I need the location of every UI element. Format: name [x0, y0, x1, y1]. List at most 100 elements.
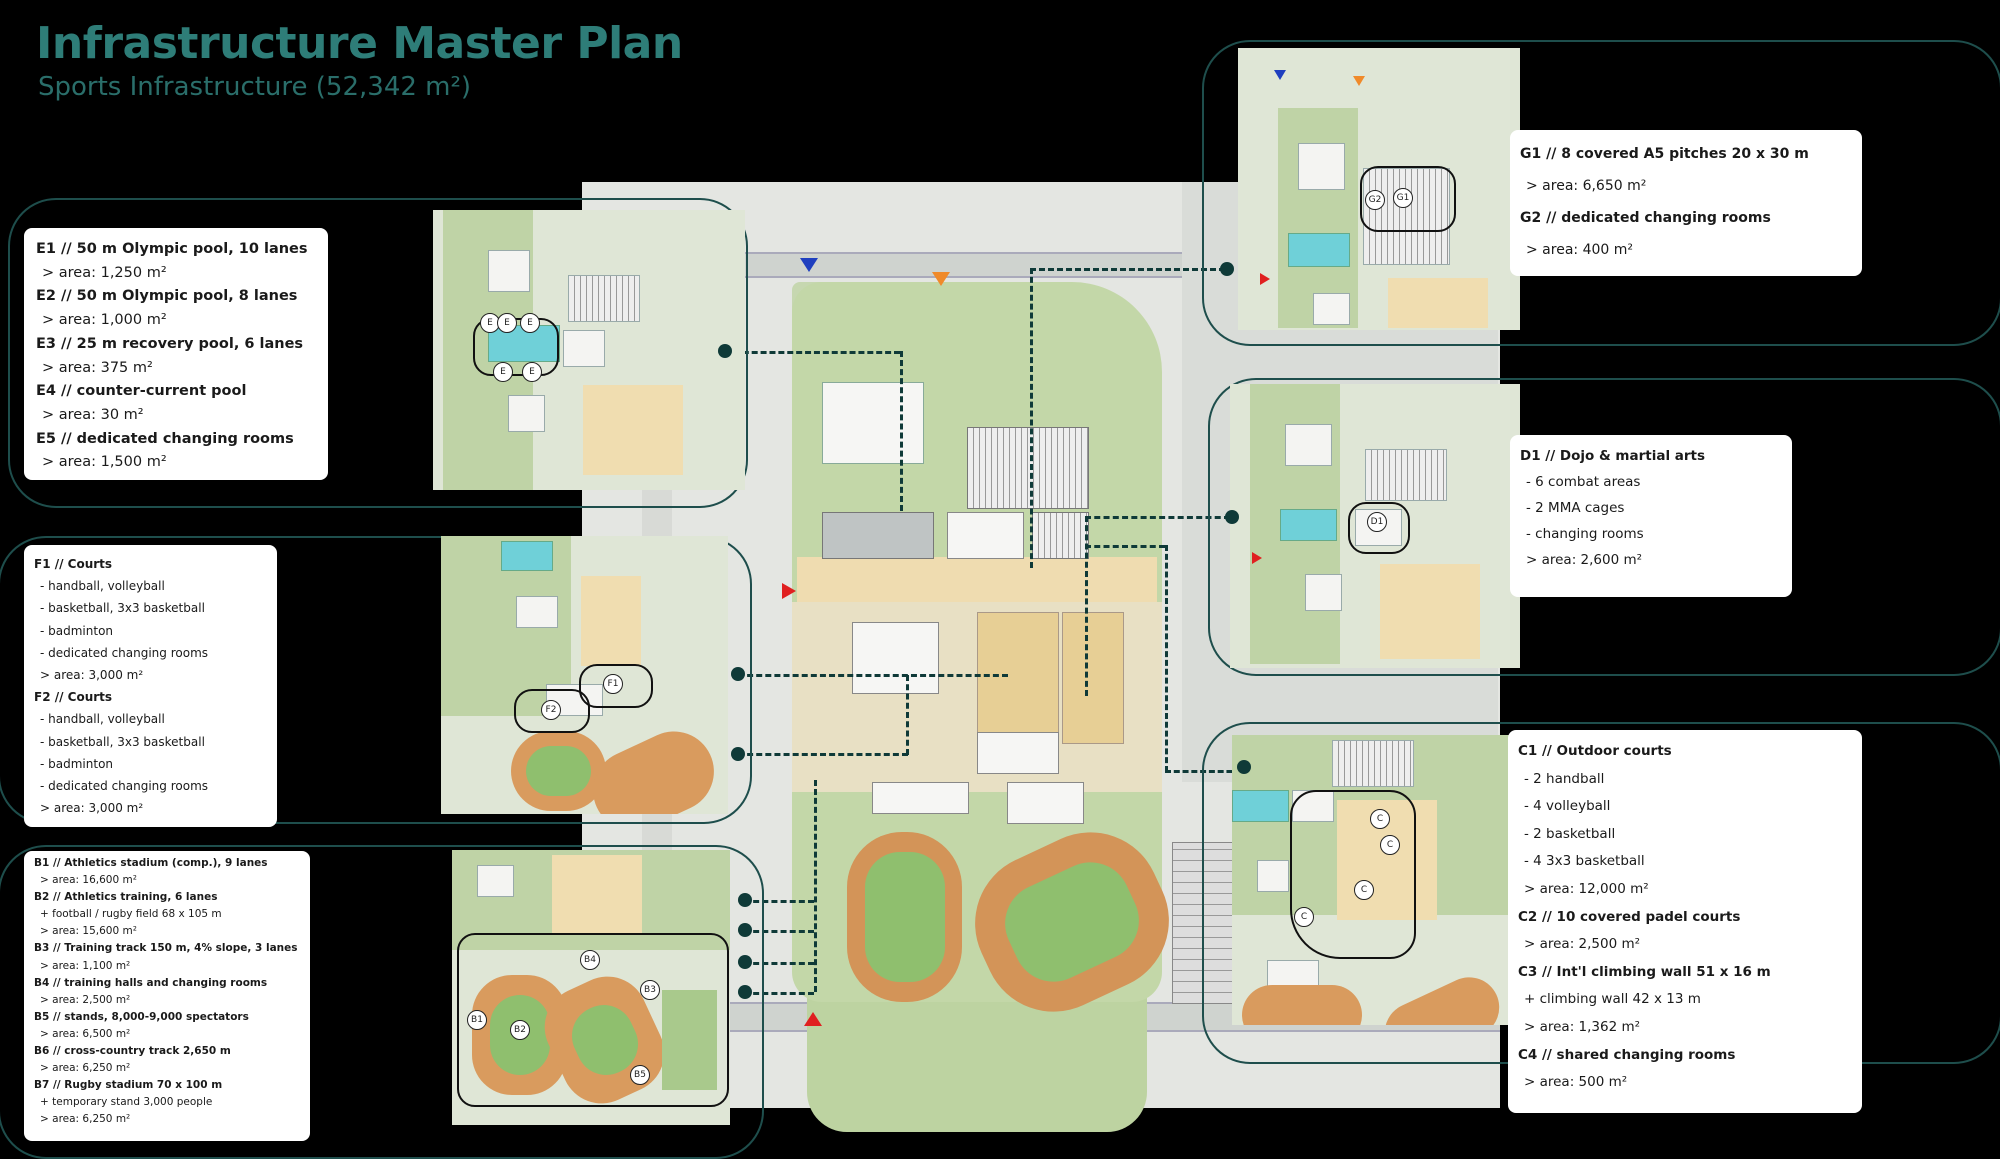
item-detail: > area: 12,000 m²	[1524, 880, 1649, 897]
marker-f1: F1	[603, 674, 623, 694]
connector-c-vertical	[1165, 545, 1168, 772]
item-detail: > area: 30 m²	[42, 406, 144, 423]
item-detail: - 2 basketball	[1524, 825, 1616, 842]
connector-c-main	[1165, 770, 1250, 773]
page-title: Infrastructure Master Plan	[36, 18, 683, 69]
connector-e	[725, 351, 900, 354]
zone-f-card: F1 // Courts- handball, volleyball- bask…	[24, 545, 277, 827]
connector-b2	[744, 930, 814, 933]
zone-b-card: B1 // Athletics stadium (comp.), 9 lanes…	[24, 851, 310, 1141]
item-heading: C3 // Int'l climbing wall 51 x 16 m	[1518, 963, 1771, 980]
item-detail: > area: 1,100 m²	[40, 959, 131, 972]
zone-g-anchor-dot	[1220, 262, 1234, 276]
item-detail: > area: 400 m²	[1526, 242, 1633, 258]
connector-f2-vertical	[906, 675, 909, 755]
marker-c3: C	[1370, 809, 1390, 829]
marker-c4: C	[1294, 907, 1314, 927]
connector-e-vertical	[900, 351, 903, 511]
zone-b-plan-thumbnail: B4 B1 B2 B3 B5	[452, 850, 730, 1125]
entry-arrow-orange	[932, 272, 950, 286]
item-heading: D1 // Dojo & martial arts	[1520, 448, 1706, 464]
connector-b3	[744, 962, 814, 965]
item-heading: B6 // cross-country track 2,650 m	[34, 1045, 231, 1058]
connector-g	[1030, 268, 1225, 271]
zone-b-anchor-dot-4	[738, 985, 752, 999]
marker-b1: B1	[467, 1010, 487, 1030]
item-detail: > area: 2,500 m²	[40, 993, 131, 1006]
connector-c-top	[1085, 545, 1165, 548]
zone-f-frame	[0, 536, 752, 824]
zone-b-highlight	[457, 933, 729, 1107]
item-detail: > area: 15,600 m²	[40, 925, 137, 938]
item-heading: G2 // dedicated changing rooms	[1520, 210, 1771, 226]
item-detail: > area: 16,600 m²	[40, 874, 137, 887]
item-detail: - 4 volleyball	[1524, 798, 1611, 815]
item-detail: - handball, volleyball	[40, 579, 165, 594]
marker-g2: G2	[1365, 190, 1385, 210]
zone-e-anchor-dot	[718, 344, 732, 358]
marker-f2: F2	[541, 700, 561, 720]
zone-d-highlight	[1348, 502, 1410, 554]
zone-c-highlight	[1290, 790, 1416, 959]
item-detail: - changing rooms	[1526, 526, 1644, 542]
zone-d-anchor-dot	[1225, 510, 1239, 524]
item-heading: F2 // Courts	[34, 690, 113, 705]
item-detail: > area: 1,362 m²	[1524, 1018, 1641, 1035]
item-detail: > area: 500 m²	[1524, 1074, 1628, 1091]
item-detail: > area: 2,600 m²	[1526, 552, 1643, 568]
item-heading: B5 // stands, 8,000-9,000 spectators	[34, 1010, 249, 1023]
zone-e-plan-thumbnail	[433, 210, 745, 490]
zone-g-highlight	[1360, 166, 1456, 232]
marker-b4: B4	[580, 950, 600, 970]
entry-arrow-blue	[800, 258, 818, 272]
page-subtitle: Sports Infrastructure (52,342 m²)	[38, 72, 472, 102]
item-detail: > area: 6,650 m²	[1526, 178, 1647, 194]
item-detail: - 4 3x3 basketball	[1524, 853, 1645, 870]
zone-d-frame	[1208, 378, 2000, 676]
item-detail: + climbing wall 42 x 13 m	[1524, 991, 1701, 1008]
zone-f2-highlight	[514, 689, 590, 733]
item-heading: C4 // shared changing rooms	[1518, 1046, 1736, 1063]
marker-b5: B5	[630, 1065, 650, 1085]
item-heading: B1 // Athletics stadium (comp.), 9 lanes	[34, 857, 268, 869]
zone-c-card: C1 // Outdoor courts- 2 handball- 4 voll…	[1508, 730, 1862, 1113]
marker-b2: B2	[510, 1020, 530, 1040]
zone-f1-anchor-dot	[731, 667, 745, 681]
item-heading: B4 // training halls and changing rooms	[34, 976, 268, 989]
item-detail: > area: 3,000 m²	[40, 801, 144, 816]
zone-g-plan-thumbnail: G2 G1	[1238, 48, 1520, 330]
zone-g-frame	[1202, 40, 2000, 346]
marker-e4: E	[493, 362, 513, 382]
item-detail: - badminton	[40, 756, 114, 771]
item-detail: > area: 6,250 m²	[40, 1062, 131, 1075]
zone-e-frame	[8, 198, 748, 508]
item-detail: - 2 MMA cages	[1526, 500, 1625, 516]
item-detail: - 6 combat areas	[1526, 474, 1641, 490]
marker-c1: C	[1354, 880, 1374, 900]
connector-d-vertical	[1085, 516, 1088, 696]
item-detail: - badminton	[40, 623, 114, 638]
item-heading: E5 // dedicated changing rooms	[36, 430, 294, 447]
zone-b-anchor-dot-2	[738, 923, 752, 937]
item-detail: > area: 1,250 m²	[42, 264, 167, 281]
marker-d1: D1	[1367, 512, 1387, 532]
item-detail: > area: 1,000 m²	[42, 312, 167, 329]
connector-b1	[744, 900, 814, 903]
item-detail: > area: 6,250 m²	[40, 1113, 131, 1126]
zone-b-anchor-dot-3	[738, 955, 752, 969]
zone-b-anchor-dot-1	[738, 893, 752, 907]
item-detail: - handball, volleyball	[40, 712, 165, 727]
item-detail: - dedicated changing rooms	[40, 645, 209, 660]
entry-arrow-red-bottom	[804, 1012, 822, 1026]
zone-d-card: D1 // Dojo & martial arts - 6 combat area…	[1510, 435, 1792, 597]
marker-c2: C	[1380, 835, 1400, 855]
item-detail: > area: 1,500 m²	[42, 454, 167, 471]
zone-f-plan-thumbnail: F1 F2	[441, 536, 728, 814]
connector-f2	[738, 753, 908, 756]
item-detail: + football / rugby field 68 x 105 m	[40, 908, 222, 921]
marker-b3: B3	[640, 980, 660, 1000]
item-heading: E2 // 50 m Olympic pool, 8 lanes	[36, 288, 298, 305]
item-heading: C1 // Outdoor courts	[1518, 743, 1672, 759]
connector-d	[1085, 516, 1230, 519]
item-detail: - basketball, 3x3 basketball	[40, 734, 205, 749]
